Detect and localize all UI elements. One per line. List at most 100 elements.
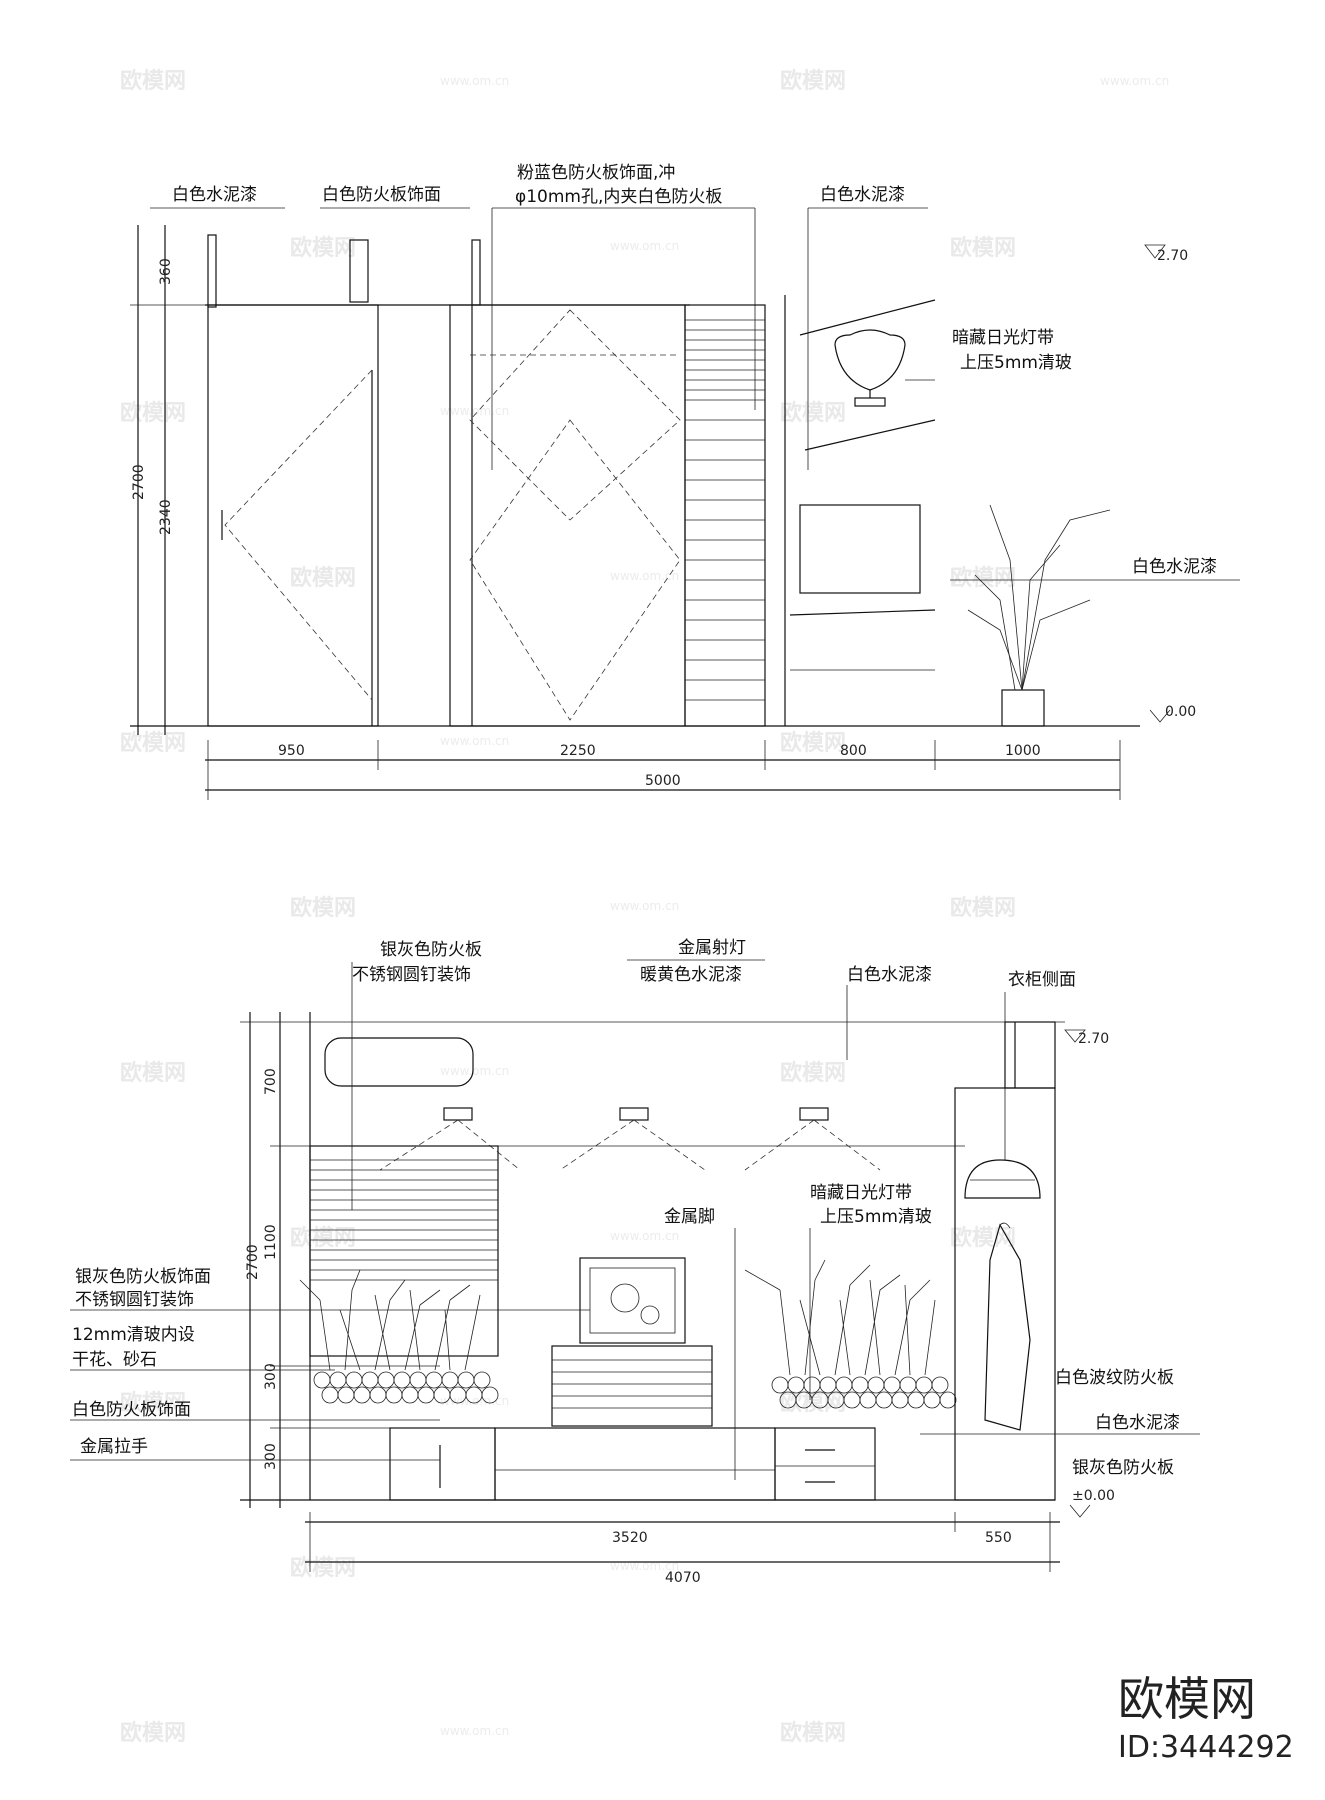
level-marker-icon xyxy=(1069,1504,1091,1518)
label-hidden-light-line2: 上压5mm清玻 xyxy=(820,1207,932,1227)
spotlight-icon xyxy=(379,1107,521,1171)
coat-icon xyxy=(984,1222,1031,1431)
label-wardrobe-side: 衣柜侧面 xyxy=(1008,970,1076,990)
door-swing-line xyxy=(224,369,373,701)
watermark-logo: 欧模网 xyxy=(290,1225,356,1251)
level-floor: ±0.00 xyxy=(1072,1488,1115,1504)
watermark-logo: 欧模网 xyxy=(780,1720,846,1746)
watermark-url: www.om.cn xyxy=(1100,74,1169,88)
panel-stripes xyxy=(310,1159,498,1281)
niche-shelf-mid xyxy=(804,419,936,451)
watermark-url: www.om.cn xyxy=(440,734,509,748)
bulkhead xyxy=(471,239,481,306)
dim-h-2700: 2700 xyxy=(131,464,147,500)
label-warm-yellow-paint: 暖黄色水泥漆 xyxy=(640,965,742,985)
center-cabinet xyxy=(551,1345,713,1427)
label-white-cement-paint-right: 白色水泥漆 xyxy=(820,185,905,205)
dried-flowers-icon xyxy=(299,1269,481,1371)
watermark-logo: 欧模网 xyxy=(120,730,186,756)
watermark-logo: 欧模网 xyxy=(120,1390,186,1416)
level-floor: 0.00 xyxy=(1165,704,1196,720)
label-hidden-light-line1: 暗藏日光灯带 xyxy=(952,328,1054,348)
label-hidden-light-line1: 暗藏日光灯带 xyxy=(810,1183,912,1203)
dim-w-3520: 3520 xyxy=(612,1530,648,1546)
picture-frame xyxy=(579,1257,686,1344)
label-silver-face-line2: 不锈钢圆钉装饰 xyxy=(75,1290,194,1310)
watermark-logo: 欧模网 xyxy=(950,565,1016,591)
watermark-logo: 欧模网 xyxy=(950,1225,1016,1251)
niche-box xyxy=(799,504,921,594)
cabinet-stripes xyxy=(552,1359,712,1409)
watermark-logo: 欧模网 xyxy=(780,68,846,94)
label-blue-fireboard-line2: φ10mm孔,内夹白色防火板 xyxy=(515,187,722,207)
label-metal-handle: 金属拉手 xyxy=(80,1437,148,1457)
dim-w-total: 4070 xyxy=(665,1570,701,1586)
label-silver-face-line1: 银灰色防火板饰面 xyxy=(75,1267,211,1287)
watermark-url: www.om.cn xyxy=(610,239,679,253)
label-metal-spotlight: 金属射灯 xyxy=(678,938,746,958)
level-marker-icon xyxy=(1144,244,1166,259)
watermark-logo: 欧模网 xyxy=(120,400,186,426)
label-white-cement-paint: 白色水泥漆 xyxy=(847,965,932,985)
brand-logo-text: 欧模网 xyxy=(1118,1672,1256,1726)
pebbles xyxy=(771,1376,957,1409)
spotlight-icon xyxy=(559,1107,706,1171)
dim-w-2250: 2250 xyxy=(560,743,596,759)
label-glass-line1: 12mm清玻内设 xyxy=(72,1325,195,1345)
perforated-panel xyxy=(684,304,766,727)
picture-inner xyxy=(589,1267,676,1334)
watermark-logo: 欧模网 xyxy=(290,565,356,591)
label-metal-leg: 金属脚 xyxy=(664,1207,715,1227)
niche-shelf-top xyxy=(799,299,936,336)
watermark-layer: 欧模网 www.om.cn 欧模网 www.om.cn 欧模网 www.om.c… xyxy=(120,68,1169,1746)
bulkhead xyxy=(349,239,369,303)
watermark-url: www.om.cn xyxy=(440,74,509,88)
low-cabinet-left xyxy=(389,1427,496,1501)
capsule-light xyxy=(324,1037,474,1087)
diamond-pattern xyxy=(469,419,681,721)
dim-w-total: 5000 xyxy=(645,773,681,789)
dim-w-800: 800 xyxy=(840,743,867,759)
watermark-logo: 欧模网 xyxy=(290,235,356,261)
label-glass-line2: 干花、砂石 xyxy=(72,1350,157,1370)
dim-w-950: 950 xyxy=(278,743,305,759)
watermark-url: www.om.cn xyxy=(610,899,679,913)
door-panel xyxy=(207,304,379,727)
level-marker-icon xyxy=(1064,1029,1086,1043)
hat-icon xyxy=(964,1159,1041,1199)
dim-w-550: 550 xyxy=(985,1530,1012,1546)
watermark-url: www.om.cn xyxy=(610,569,679,583)
level-marker-icon xyxy=(1149,709,1171,723)
watermark-logo: 欧模网 xyxy=(120,68,186,94)
dim-h-2340: 2340 xyxy=(158,499,174,535)
dim-h-700: 700 xyxy=(263,1068,279,1095)
dim-h-300a: 300 xyxy=(263,1363,279,1390)
watermark-url: www.om.cn xyxy=(440,1064,509,1078)
brand-block: 欧模网 ID:3444292 xyxy=(1118,1672,1294,1765)
watermark-logo: 欧模网 xyxy=(950,235,1016,261)
watermark-logo: 欧模网 xyxy=(780,730,846,756)
watermark-logo: 欧模网 xyxy=(290,1555,356,1581)
perforation-lines xyxy=(685,319,765,701)
label-hidden-light-line2: 上压5mm清玻 xyxy=(960,353,1072,373)
low-cabinet-right xyxy=(774,1427,876,1501)
label-silver-fireboard-2: 银灰色防火板 xyxy=(1072,1458,1174,1478)
spotlight-icon xyxy=(744,1107,881,1171)
dim-h-300b: 300 xyxy=(263,1443,279,1470)
watermark-url: www.om.cn xyxy=(440,1724,509,1738)
label-white-fireboard-face: 白色防火板饰面 xyxy=(322,185,441,205)
dim-w-1000: 1000 xyxy=(1005,743,1041,759)
level-top: 2.70 xyxy=(1157,248,1188,264)
label-steel-nail-deco: 不锈钢圆钉装饰 xyxy=(352,965,471,985)
level-top: 2.70 xyxy=(1078,1031,1109,1047)
watermark-url: www.om.cn xyxy=(610,1229,679,1243)
dried-flowers-icon xyxy=(744,1259,936,1376)
watermark-logo: 欧模网 xyxy=(950,895,1016,921)
watermark-logo: 欧模网 xyxy=(120,1060,186,1086)
label-white-cement-paint-plant: 白色水泥漆 xyxy=(1132,557,1217,577)
diamond-pattern xyxy=(469,309,681,521)
wall-panel xyxy=(449,304,686,727)
label-white-cement-paint-2: 白色水泥漆 xyxy=(1095,1413,1180,1433)
dim-h-360: 360 xyxy=(158,258,174,285)
pebbles xyxy=(313,1371,499,1404)
